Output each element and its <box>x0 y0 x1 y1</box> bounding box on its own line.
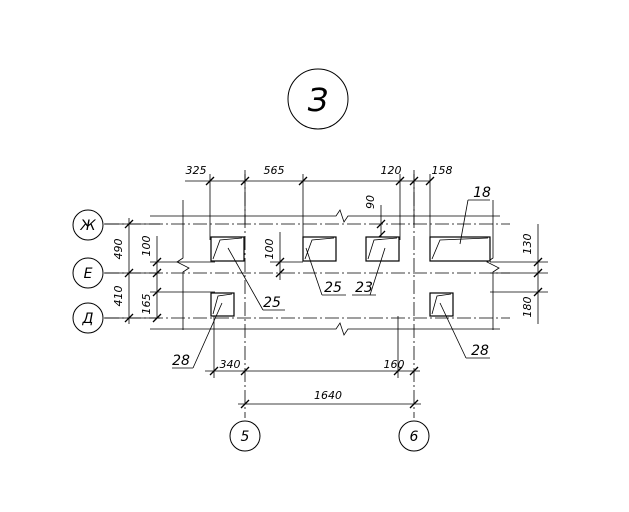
axis-bubble-d: Д <box>72 302 104 334</box>
opening-4 <box>429 236 491 262</box>
callout-25-left: 25 <box>227 247 285 311</box>
callout-25-center: 25 <box>305 247 346 296</box>
column-axis-bubbles: 5 6 <box>229 420 430 452</box>
dim-bottom-340: 340 <box>220 358 241 371</box>
opening-3 <box>365 236 400 262</box>
callout-25-left-label: 25 <box>263 295 281 311</box>
right-dimension-chain: 130 180 <box>490 224 548 324</box>
overall-dimension: 1640 <box>238 389 421 409</box>
axis-bubble-5: 5 <box>229 420 261 452</box>
dim-left-490: 490 <box>112 239 125 260</box>
left-dimension-chain: 490 410 <box>112 218 160 324</box>
callout-18-label: 18 <box>473 185 491 201</box>
callout-23: 23 <box>352 247 386 296</box>
axis-bubble-zh: Ж <box>72 209 104 241</box>
opening-1 <box>210 236 245 262</box>
callout-28-left-label: 28 <box>172 353 190 369</box>
opening-2 <box>302 236 337 262</box>
dim-top-158: 158 <box>432 164 453 177</box>
dim-mid-100-label: 100 <box>263 239 276 260</box>
dim-bottom-160: 160 <box>384 358 405 371</box>
callout-28-right: 28 <box>439 302 490 359</box>
dim-top-565: 565 <box>264 164 285 177</box>
dim-90: 90 <box>364 195 386 240</box>
axis-bubble-e: Е <box>72 257 104 289</box>
opening-5 <box>210 292 235 317</box>
callout-28-right-label: 28 <box>471 343 489 359</box>
dim-left-165: 165 <box>140 294 153 315</box>
dim-left-410: 410 <box>112 286 125 307</box>
axis-label-zh: Ж <box>79 218 96 234</box>
axis-label-e: Е <box>84 266 93 282</box>
row-axis-bubbles: Ж Е Д <box>72 209 120 334</box>
dim-top-120: 120 <box>381 164 402 177</box>
grid-axes <box>105 170 510 418</box>
dim-mid-100: 100 <box>263 232 303 280</box>
section-mark-label: З <box>308 81 329 119</box>
axis-label-6: 6 <box>410 429 419 445</box>
opening-6 <box>429 292 454 317</box>
section-mark: З <box>287 68 349 130</box>
callouts: 25 25 23 18 28 28 <box>172 185 491 369</box>
top-dimension-chain: 325 565 120 158 <box>185 164 453 240</box>
dim-right-130: 130 <box>521 234 534 255</box>
break-lines <box>150 200 500 336</box>
openings <box>210 236 491 317</box>
bottom-dimension-chain: 340 160 <box>205 316 420 378</box>
dim-90-label: 90 <box>364 195 377 209</box>
dim-right-180: 180 <box>521 297 534 318</box>
dim-overall-1640: 1640 <box>314 389 342 402</box>
callout-25-center-label: 25 <box>324 280 342 296</box>
dim-left-100: 100 <box>140 236 153 257</box>
axis-bubble-6: 6 <box>398 420 430 452</box>
callout-18: 18 <box>459 185 491 245</box>
axis-label-5: 5 <box>241 429 250 445</box>
callout-28-left: 28 <box>172 302 223 369</box>
axis-label-d: Д <box>82 311 94 327</box>
callout-23-label: 23 <box>355 280 373 296</box>
dim-top-325: 325 <box>186 164 207 177</box>
left-inner-dimension-chain: 100 165 <box>140 236 215 323</box>
